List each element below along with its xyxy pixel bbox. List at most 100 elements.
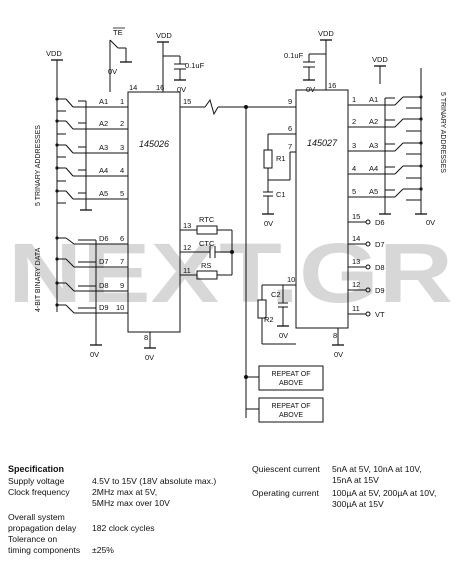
- rs-label: RS: [201, 261, 211, 270]
- ground-label: 0V: [177, 85, 186, 94]
- pin-label-d7: D7: [99, 257, 109, 266]
- pin-number: 7: [288, 142, 292, 151]
- pin-label-a3: A3: [99, 143, 108, 152]
- pin-number: 2: [120, 119, 124, 128]
- pin-number: 15: [352, 212, 360, 221]
- pin-label-a5: A5: [99, 189, 108, 198]
- spec-label-operating: Operating current: [252, 488, 319, 498]
- pin-label-a4: A4: [99, 166, 108, 175]
- spec-value-supply: 4.5V to 15V (18V absolute max.): [92, 476, 217, 486]
- pin-number: 11: [352, 304, 360, 313]
- spec-label-quiescent: Quiescent current: [252, 464, 320, 474]
- pin-number: 16: [328, 81, 336, 90]
- pin-number: 10: [287, 275, 295, 284]
- pin-number: 4: [352, 164, 356, 173]
- repeat-box-2: [258, 397, 324, 423]
- spec-value-delay: 182 clock cycles: [92, 523, 155, 533]
- ground-label: 0V: [90, 350, 99, 359]
- spec-value-operating: 100µA at 5V, 200µA at 10V, 300µA at 15V: [332, 488, 437, 509]
- pin-label-d8: D8: [99, 281, 109, 290]
- vdd-right-ic: VDD: [318, 29, 334, 38]
- vdd-left-ic: VDD: [156, 31, 172, 40]
- pin-number: 1: [120, 97, 124, 106]
- cap-label: 0.1uF: [185, 61, 205, 70]
- pin-number: 3: [352, 141, 356, 150]
- left-address-switches: [57, 98, 128, 210]
- vdd-left: VDD: [46, 49, 62, 58]
- pin-number: 13: [352, 257, 360, 266]
- pin-number: 13: [183, 221, 191, 230]
- pin-label-d9: D9: [375, 286, 385, 295]
- pin-label-a1: A1: [99, 97, 108, 106]
- rtc-label: RTC: [199, 215, 215, 224]
- ground-label: 0V: [279, 331, 288, 340]
- cap-label: 0.1uF: [284, 51, 304, 60]
- pin-number: 14: [129, 83, 137, 92]
- left-address-label: 5 TRINARY ADDRESSES: [35, 125, 42, 206]
- right-ic-body: [295, 89, 349, 329]
- pin-label-d6: D6: [375, 218, 385, 227]
- pin-label-d8: D8: [375, 263, 385, 272]
- pin-number: 2: [352, 117, 356, 126]
- watermark: NEXT.GR: [8, 226, 453, 320]
- ctc-label: CTC: [199, 239, 215, 248]
- spec-label-supply: Supply voltage: [8, 476, 65, 486]
- right-address-switches: [348, 96, 421, 214]
- pin-label-a5: A5: [369, 187, 378, 196]
- pin-number: 1: [352, 95, 356, 104]
- r2-label: R2: [264, 315, 274, 324]
- left-data-label: 4-BIT BINARY DATA: [35, 247, 42, 312]
- ground-label: 0V: [108, 67, 117, 76]
- pin-number: 10: [116, 303, 124, 312]
- pin-number: 5: [120, 189, 124, 198]
- c2-label: C2: [271, 290, 281, 299]
- ground-label: 0V: [306, 85, 315, 94]
- circuit-schematic: NEXT.GR: [8, 27, 453, 423]
- pin-number: 8: [333, 331, 337, 340]
- pin-label-d7: D7: [375, 240, 385, 249]
- pin-number: 16: [156, 83, 164, 92]
- pin-number: 8: [144, 333, 148, 342]
- pin-number: 15: [183, 97, 191, 106]
- pin-label-d9: D9: [99, 303, 109, 312]
- pin-number: 12: [352, 280, 360, 289]
- spec-value-tolerance: ±25%: [92, 545, 114, 555]
- c1-label: C1: [276, 190, 286, 199]
- spec-label-delay: Overall system propagation delay: [8, 512, 77, 533]
- pin-number: 6: [288, 124, 292, 133]
- ground-label: 0V: [426, 218, 435, 227]
- pin-number: 9: [120, 281, 124, 290]
- pin-number: 5: [352, 187, 356, 196]
- pin-label-vt: VT: [375, 310, 385, 319]
- pin-number: 14: [352, 234, 360, 243]
- r1-label: R1: [276, 154, 286, 163]
- pin-number: 9: [288, 97, 292, 106]
- right-ic-part: 145027: [307, 138, 338, 148]
- pin-label-a2: A2: [99, 119, 108, 128]
- pin-number: 4: [120, 166, 124, 175]
- pin-number: 11: [183, 266, 191, 275]
- left-ic-part: 145026: [139, 139, 169, 149]
- pin-label-a3: A3: [369, 141, 378, 150]
- pin-label-d6: D6: [99, 234, 109, 243]
- pin-number: 3: [120, 143, 124, 152]
- spec-label-tolerance: Tolerance on timing components: [8, 534, 81, 555]
- pin-number: 7: [120, 257, 124, 266]
- ground-label: 0V: [264, 219, 273, 228]
- vdd-right: VDD: [372, 55, 388, 64]
- spec-value-clock: 2MHz max at 5V, 5MHz max over 10V: [92, 487, 170, 508]
- pin-label-a2: A2: [369, 117, 378, 126]
- repeat-box-1: [258, 365, 324, 391]
- spec-label-clock: Clock frequency: [8, 487, 70, 497]
- pin-number: 12: [183, 243, 191, 252]
- specification-panel: Specification Supply voltage 4.5V to 15V…: [0, 452, 460, 576]
- right-address-label: 5 TRINARY ADDRESSES: [439, 92, 446, 173]
- spec-heading: Specification: [8, 464, 65, 474]
- left-ic-body: [127, 91, 181, 333]
- ground-label: 0V: [334, 350, 343, 359]
- pin-number: 6: [120, 234, 124, 243]
- spec-value-quiescent: 5nA at 5V, 10nA at 10V, 15nA at 15V: [332, 464, 422, 485]
- pin-label-a4: A4: [369, 164, 378, 173]
